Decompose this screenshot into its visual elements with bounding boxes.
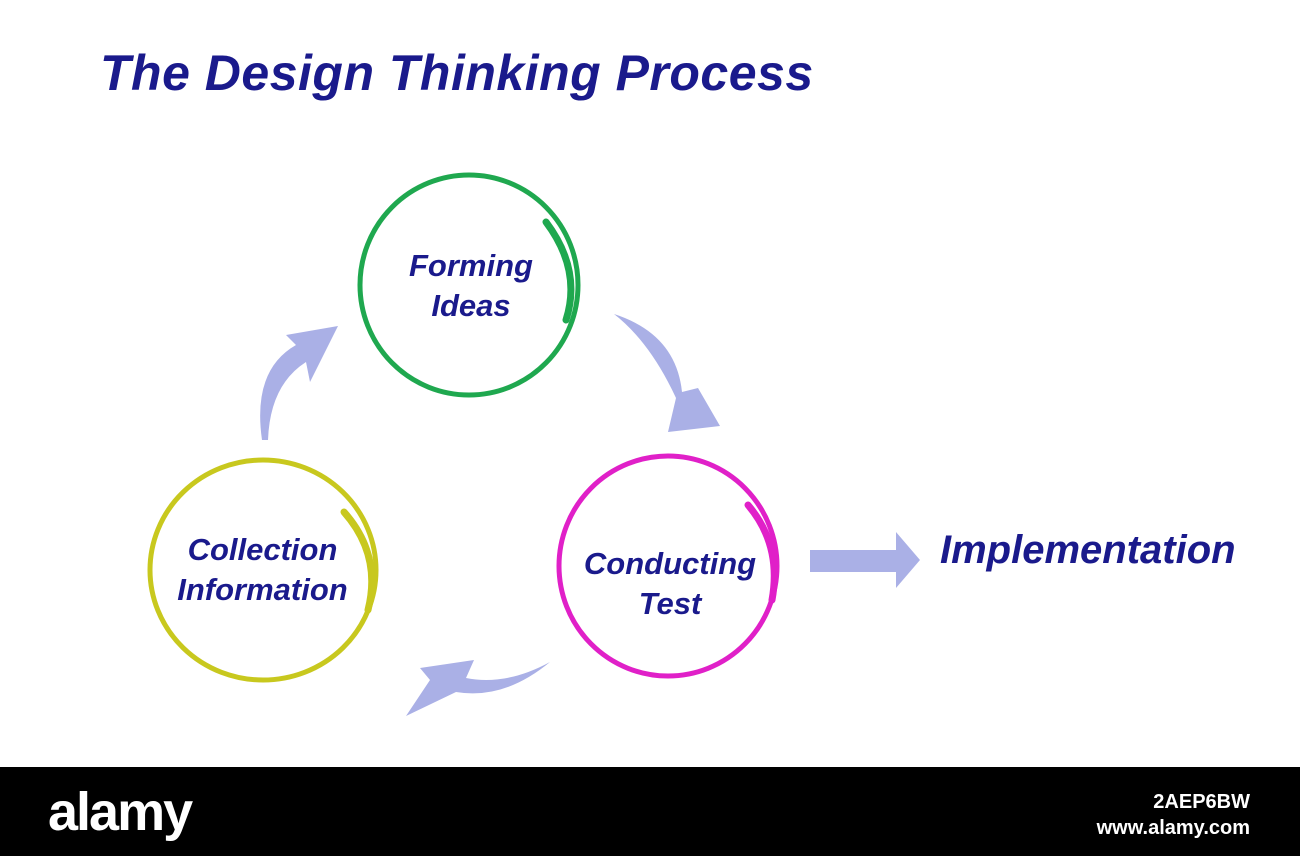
conducting-test-line2: Test bbox=[638, 586, 702, 621]
arrow-forming-to-conducting bbox=[614, 314, 720, 432]
diagram-title: The Design Thinking Process bbox=[100, 45, 814, 101]
label-collection-information: Collection Information bbox=[160, 530, 365, 610]
cycle-diagram bbox=[147, 172, 920, 716]
image-reference: 2AEP6BW www.alamy.com bbox=[1097, 789, 1250, 841]
arrow-collection-to-forming bbox=[260, 326, 338, 440]
collection-information-line2: Information bbox=[177, 572, 348, 607]
forming-ideas-line1: Forming bbox=[409, 248, 533, 283]
label-forming-ideas: Forming Ideas bbox=[376, 246, 566, 326]
conducting-test-line1: Conducting bbox=[583, 546, 757, 581]
circle-conducting-test bbox=[556, 453, 780, 679]
arrow-to-implementation bbox=[810, 532, 920, 588]
image-id: 2AEP6BW bbox=[1153, 791, 1250, 813]
alamy-logo: alamy bbox=[48, 782, 193, 842]
forming-ideas-line2: Ideas bbox=[431, 288, 511, 323]
implementation-label: Implementation bbox=[940, 528, 1236, 572]
label-conducting-test: Conducting Test bbox=[570, 544, 770, 624]
collection-information-line1: Collection bbox=[187, 532, 338, 567]
circle-forming-ideas bbox=[357, 172, 581, 398]
site-url: www.alamy.com bbox=[1096, 817, 1250, 839]
watermark-footer: alamy 2AEP6BW www.alamy.com bbox=[0, 767, 1300, 856]
circle-collection-information bbox=[147, 457, 379, 683]
arrow-conducting-to-collection bbox=[406, 660, 550, 716]
